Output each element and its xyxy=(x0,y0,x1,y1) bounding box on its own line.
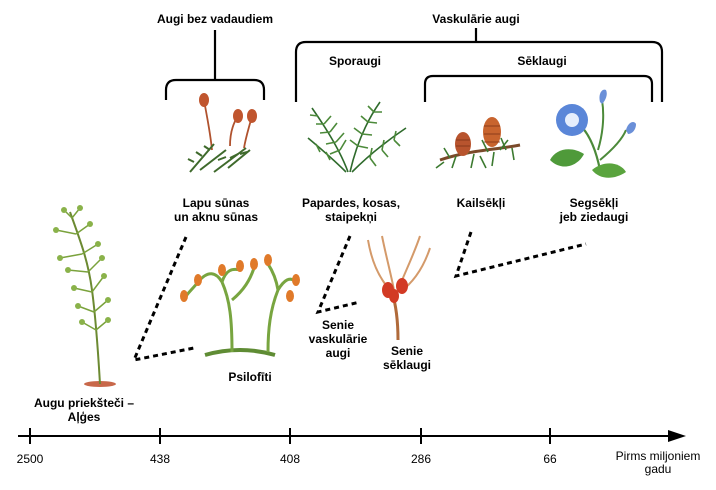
seed-plants-title: Sēklaugi xyxy=(517,54,567,68)
ferns-label: Papardes, kosas, staipekņi xyxy=(298,196,404,224)
seed-bracket xyxy=(423,74,654,102)
conifers-label: Kailsēkļi xyxy=(456,196,506,210)
mosses-label-line1: Lapu sūnas xyxy=(182,196,250,210)
conifer-illustration xyxy=(435,117,521,169)
early-vascular-label-line3: augi xyxy=(325,346,351,360)
psilophytes-label: Psilofīti xyxy=(228,370,272,384)
lineage-links xyxy=(131,231,587,363)
flowering-plant-illustration xyxy=(550,89,636,178)
ferns-label-line2: staipekņi xyxy=(324,210,378,224)
timeline-axis-title: Pirms miljoniem gadu xyxy=(606,450,710,476)
mosses-label-line2: un aknu sūnas xyxy=(173,210,259,224)
link-seed-conifers-angiosperms xyxy=(453,231,587,279)
early-seed-label-line2: sēklaugi xyxy=(382,358,432,372)
ancestors-label-line2: Aļģes xyxy=(67,410,101,424)
flowering-label: Segsēkļi jeb ziedaugi xyxy=(546,196,642,224)
tick-label-2500: 2500 xyxy=(16,452,44,466)
ancestors-label: Augu priekšteči – Aļģes xyxy=(22,396,146,424)
early-seed-label: Senie sēklaugi xyxy=(372,344,442,372)
early-seed-plant-illustration xyxy=(367,235,431,341)
vascular-title: Vaskulārie augi xyxy=(432,12,520,26)
fern-illustration xyxy=(307,101,407,173)
tick-label-438: 438 xyxy=(149,452,171,466)
flowering-label-line1: Segsēkļi xyxy=(569,196,619,210)
early-seed-label-line1: Senie xyxy=(390,344,423,358)
ferns-label-line1: Papardes, kosas, xyxy=(301,196,401,210)
axis-title-line1: Pirms miljoniem xyxy=(615,449,701,463)
nonvascular-title: Augi bez vadaudiem xyxy=(156,12,274,26)
axis-title-line2: gadu xyxy=(644,462,672,476)
early-vascular-label-line1: Senie xyxy=(321,318,354,332)
vascular-bracket xyxy=(294,28,664,102)
tick-label-286: 286 xyxy=(410,452,432,466)
psilophyte-illustration xyxy=(180,254,300,357)
flowering-label-line2: jeb ziedaugi xyxy=(559,210,629,224)
ancestors-label-line1: Augu priekšteči – xyxy=(33,396,135,410)
algae-illustration xyxy=(53,205,116,387)
early-vascular-label: Senie vaskulārie augi xyxy=(300,318,376,360)
link-psilophyte-ferns xyxy=(315,235,361,315)
tick-label-408: 408 xyxy=(279,452,301,466)
link-ancestor-mosses xyxy=(131,236,195,363)
nonvascular-bracket xyxy=(164,30,266,100)
timeline-axis xyxy=(18,428,686,444)
early-vascular-label-line2: vaskulārie xyxy=(308,332,368,346)
mosses-label: Lapu sūnas un aknu sūnas xyxy=(168,196,264,224)
spore-plants-title: Sporaugi xyxy=(328,54,381,68)
moss-illustration xyxy=(187,93,257,173)
tick-label-66: 66 xyxy=(543,452,557,466)
